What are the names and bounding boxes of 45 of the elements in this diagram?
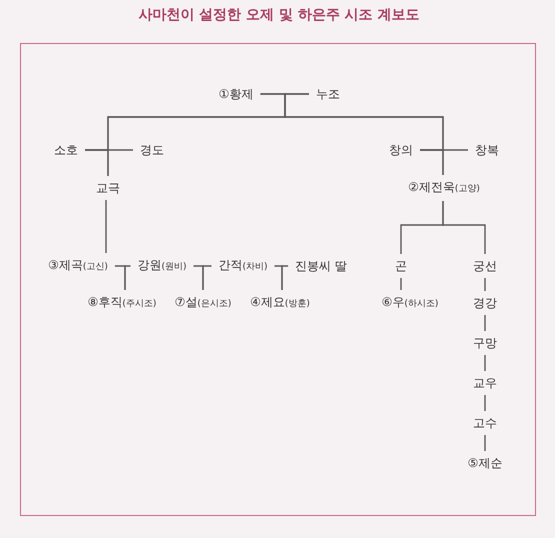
name-label: 궁선 [473, 259, 497, 273]
lineage-line [105, 200, 107, 253]
note-label: (고양) [454, 184, 480, 194]
name-label: 소호 [54, 143, 78, 157]
note-label: (은시조) [197, 299, 232, 309]
lineage-line [442, 149, 468, 175]
lineage-line [202, 265, 212, 290]
title: 사마천이 설정한 오제 및 하은주 시조 계보도 [138, 6, 420, 24]
note-label: (차비) [242, 262, 268, 272]
note-label: (하시조) [404, 299, 438, 309]
lineage-line [400, 278, 402, 290]
lineage-line [281, 265, 288, 290]
lineage-line [484, 278, 486, 291]
lineage-line [124, 265, 130, 290]
name-label: ⑧후직 [88, 295, 122, 309]
name-label: 교우 [473, 376, 497, 390]
lineage-line [442, 201, 486, 254]
name-label: ②제전욱 [408, 180, 455, 194]
note-label: (원비) [161, 262, 187, 272]
name-label: 경강 [473, 296, 497, 310]
name-label: ③제곡 [48, 258, 83, 272]
name-label: 경도 [140, 143, 164, 157]
name-label: 누조 [316, 87, 340, 101]
note-label: (주시조) [122, 299, 156, 309]
name-label: 강원 [137, 258, 162, 272]
lineage-line [484, 435, 486, 451]
name-label: 진봉씨 딸 [295, 259, 347, 273]
lineage-line [484, 355, 486, 371]
lineage-line [484, 395, 486, 411]
lineage-line [484, 315, 486, 331]
note-label: (고신) [82, 262, 108, 272]
name-label: ⑤제순 [468, 456, 502, 470]
name-label: ④제요 [250, 295, 285, 309]
lineage-line [107, 149, 133, 176]
name-label: 교극 [96, 181, 120, 195]
name-label: 창복 [475, 143, 499, 157]
name-label: ⑥우 [382, 295, 404, 309]
name-label: 곤 [395, 259, 407, 273]
name-label: 창의 [389, 143, 413, 157]
note-label: (방훈) [284, 299, 310, 309]
name-label: ①황제 [218, 87, 254, 101]
name-label: 간적 [218, 258, 242, 272]
name-label: ⑦설 [174, 295, 198, 309]
name-label: 고수 [473, 416, 497, 430]
name-label: 구망 [473, 336, 497, 350]
